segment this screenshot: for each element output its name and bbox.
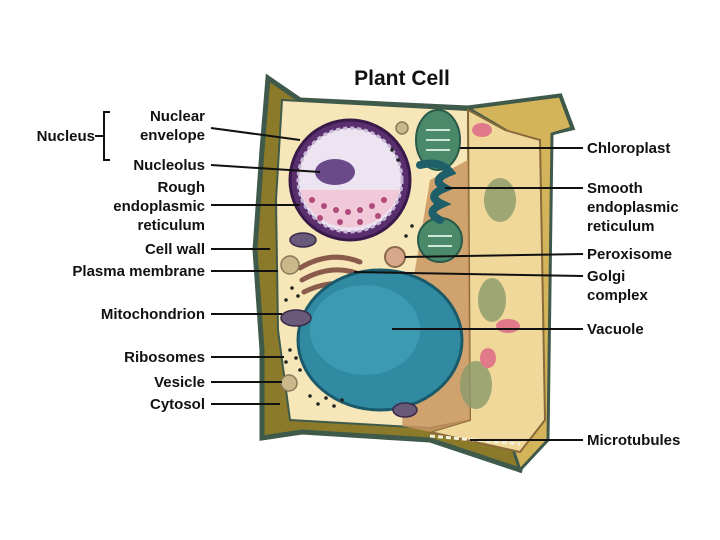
label-golgi-line1: Golgi — [587, 268, 625, 285]
rough-er-dots — [309, 197, 387, 225]
label-ribosomes: Ribosomes — [124, 349, 205, 366]
label-rough-er-line2: endoplasmic — [113, 198, 205, 215]
label-nucleus: Nucleus — [37, 128, 95, 145]
vesicle-2 — [280, 255, 300, 275]
label-rough-er-line1: Rough — [158, 179, 205, 196]
label-nucleolus: Nucleolus — [133, 157, 205, 174]
mitochondrion-3 — [392, 402, 418, 418]
chloroplast-thylakoids — [426, 129, 452, 247]
label-vacuole: Vacuole — [587, 321, 644, 338]
cell-illustration — [252, 73, 576, 474]
label-vesicle: Vesicle — [154, 374, 205, 391]
side-chloroplast-3 — [460, 361, 492, 409]
diagram-title: Plant Cell — [354, 67, 450, 90]
label-peroxisome: Peroxisome — [587, 246, 672, 263]
microtubules — [429, 434, 521, 446]
mitochondrion-2 — [289, 232, 317, 248]
label-cytosol: Cytosol — [150, 396, 205, 413]
label-microtubules: Microtubules — [587, 432, 680, 449]
vesicle-3 — [395, 121, 409, 135]
label-chloroplast: Chloroplast — [587, 140, 670, 157]
side-organelle-pink-2 — [496, 319, 520, 333]
label-golgi-line2: complex — [587, 287, 649, 304]
label-nuclear-envelope-line1: Nuclear — [150, 108, 205, 125]
side-chloroplast-1 — [484, 178, 516, 222]
peroxisome — [384, 246, 406, 268]
ribosomes — [284, 148, 414, 408]
vesicle — [280, 374, 298, 392]
label-nuclear-envelope-line2: envelope — [140, 127, 205, 144]
side-chloroplast-2 — [478, 278, 506, 322]
vacuole-highlight — [310, 285, 420, 375]
side-organelle-pink-1 — [472, 123, 492, 137]
side-organelle-pink-3 — [480, 348, 496, 368]
nucleus-lower-half — [300, 190, 400, 228]
mitochondrion — [280, 309, 312, 327]
label-mitochondrion: Mitochondrion — [101, 306, 205, 323]
label-cell-wall: Cell wall — [145, 241, 205, 258]
label-smooth-er-line1: Smooth — [587, 180, 643, 197]
label-smooth-er-line2: endoplasmic — [587, 199, 679, 216]
nucleolus — [315, 159, 355, 185]
label-rough-er-line3: reticulum — [137, 217, 205, 234]
leader-lines — [95, 111, 584, 441]
label-smooth-er-line3: reticulum — [587, 218, 655, 235]
label-plasma-membrane: Plasma membrane — [72, 263, 205, 280]
